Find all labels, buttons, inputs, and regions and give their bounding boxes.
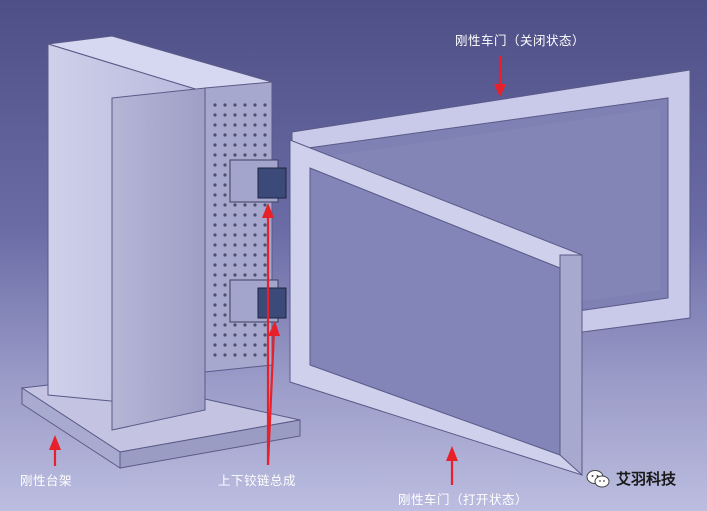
arrow-base	[49, 435, 61, 466]
label-door-open: 刚性车门（打开状态）	[398, 492, 529, 507]
label-door-closed: 刚性车门（关闭状态）	[455, 33, 586, 48]
hinge-lower	[229, 279, 287, 323]
arrow-door-closed	[494, 56, 506, 97]
watermark-text: 艾羽科技	[616, 470, 677, 488]
wechat-icon	[586, 469, 610, 487]
hinge-upper	[229, 159, 287, 203]
watermark: 艾羽科技	[586, 468, 676, 489]
label-rigid-base: 刚性台架	[20, 473, 73, 488]
label-hinge-assembly: 上下铰链总成	[218, 473, 297, 488]
column	[47, 35, 273, 431]
door-open-frame	[289, 139, 583, 477]
arrow-hinge-lower	[266, 321, 280, 466]
arrow-hinge-upper	[262, 203, 274, 465]
arrow-door-open	[446, 446, 458, 485]
